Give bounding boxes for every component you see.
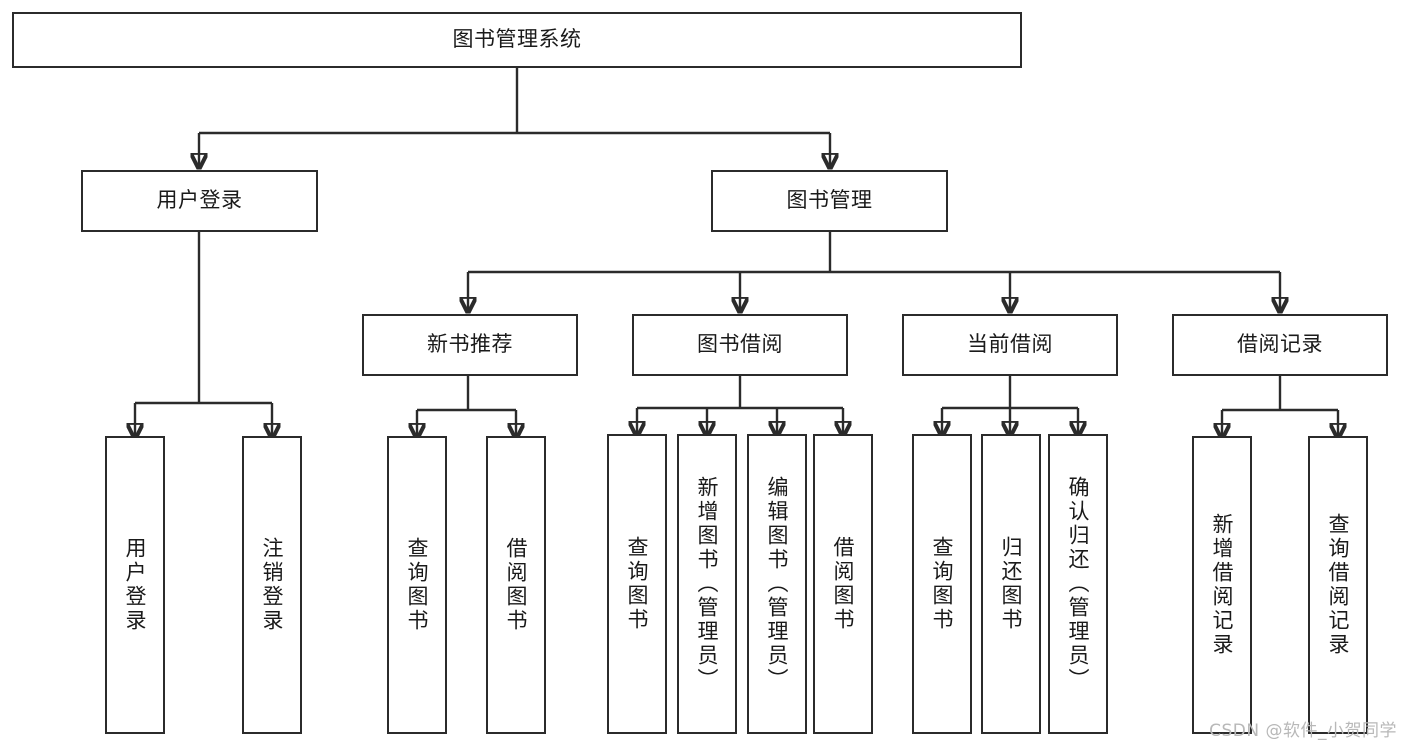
node-label: 用户登录 bbox=[156, 188, 243, 213]
node-user-login[interactable]: 用户登录 bbox=[81, 170, 318, 232]
node-label: 确认归还（管理员） bbox=[1066, 476, 1091, 692]
node-label: 查询图书 bbox=[930, 536, 955, 632]
leaf-edit-book-admin[interactable]: 编辑图书（管理员） bbox=[747, 434, 807, 734]
leaf-add-book-admin[interactable]: 新增图书（管理员） bbox=[677, 434, 737, 734]
node-label: 新增图书（管理员） bbox=[695, 476, 720, 692]
node-label: 图书管理 bbox=[786, 188, 873, 213]
node-label: 新增借阅记录 bbox=[1210, 513, 1235, 657]
leaf-confirm-return-admin[interactable]: 确认归还（管理员） bbox=[1048, 434, 1108, 734]
node-label: 新书推荐 bbox=[427, 332, 513, 357]
node-label: 查询图书 bbox=[405, 537, 430, 633]
leaf-query-book-borrow[interactable]: 查询图书 bbox=[607, 434, 667, 734]
leaf-query-book-recommend[interactable]: 查询图书 bbox=[387, 436, 447, 734]
leaf-add-borrow-record[interactable]: 新增借阅记录 bbox=[1192, 436, 1252, 734]
node-book-management[interactable]: 图书管理 bbox=[711, 170, 948, 232]
leaf-user-login[interactable]: 用户登录 bbox=[105, 436, 165, 734]
node-label: 查询借阅记录 bbox=[1326, 513, 1351, 657]
leaf-borrow-book[interactable]: 借阅图书 bbox=[813, 434, 873, 734]
node-label: 编辑图书（管理员） bbox=[765, 476, 790, 692]
node-root-system[interactable]: 图书管理系统 bbox=[12, 12, 1022, 68]
node-label: 借阅图书 bbox=[504, 537, 529, 633]
leaf-query-borrow-record[interactable]: 查询借阅记录 bbox=[1308, 436, 1368, 734]
node-label: 当前借阅 bbox=[967, 332, 1053, 357]
node-borrow-record[interactable]: 借阅记录 bbox=[1172, 314, 1388, 376]
node-label: 借阅记录 bbox=[1237, 332, 1323, 357]
node-label: 归还图书 bbox=[999, 536, 1024, 632]
leaf-query-book-current[interactable]: 查询图书 bbox=[912, 434, 972, 734]
node-book-borrow[interactable]: 图书借阅 bbox=[632, 314, 848, 376]
node-current-borrow[interactable]: 当前借阅 bbox=[902, 314, 1118, 376]
node-label: 注销登录 bbox=[260, 537, 285, 633]
node-label: 查询图书 bbox=[625, 536, 650, 632]
node-new-book-recommend[interactable]: 新书推荐 bbox=[362, 314, 578, 376]
node-label: 图书借阅 bbox=[697, 332, 783, 357]
node-label: 图书管理系统 bbox=[452, 27, 582, 52]
leaf-borrow-book-recommend[interactable]: 借阅图书 bbox=[486, 436, 546, 734]
node-label: 用户登录 bbox=[123, 537, 148, 633]
leaf-return-book[interactable]: 归还图书 bbox=[981, 434, 1041, 734]
node-label: 借阅图书 bbox=[831, 536, 856, 632]
leaf-logout-login[interactable]: 注销登录 bbox=[242, 436, 302, 734]
